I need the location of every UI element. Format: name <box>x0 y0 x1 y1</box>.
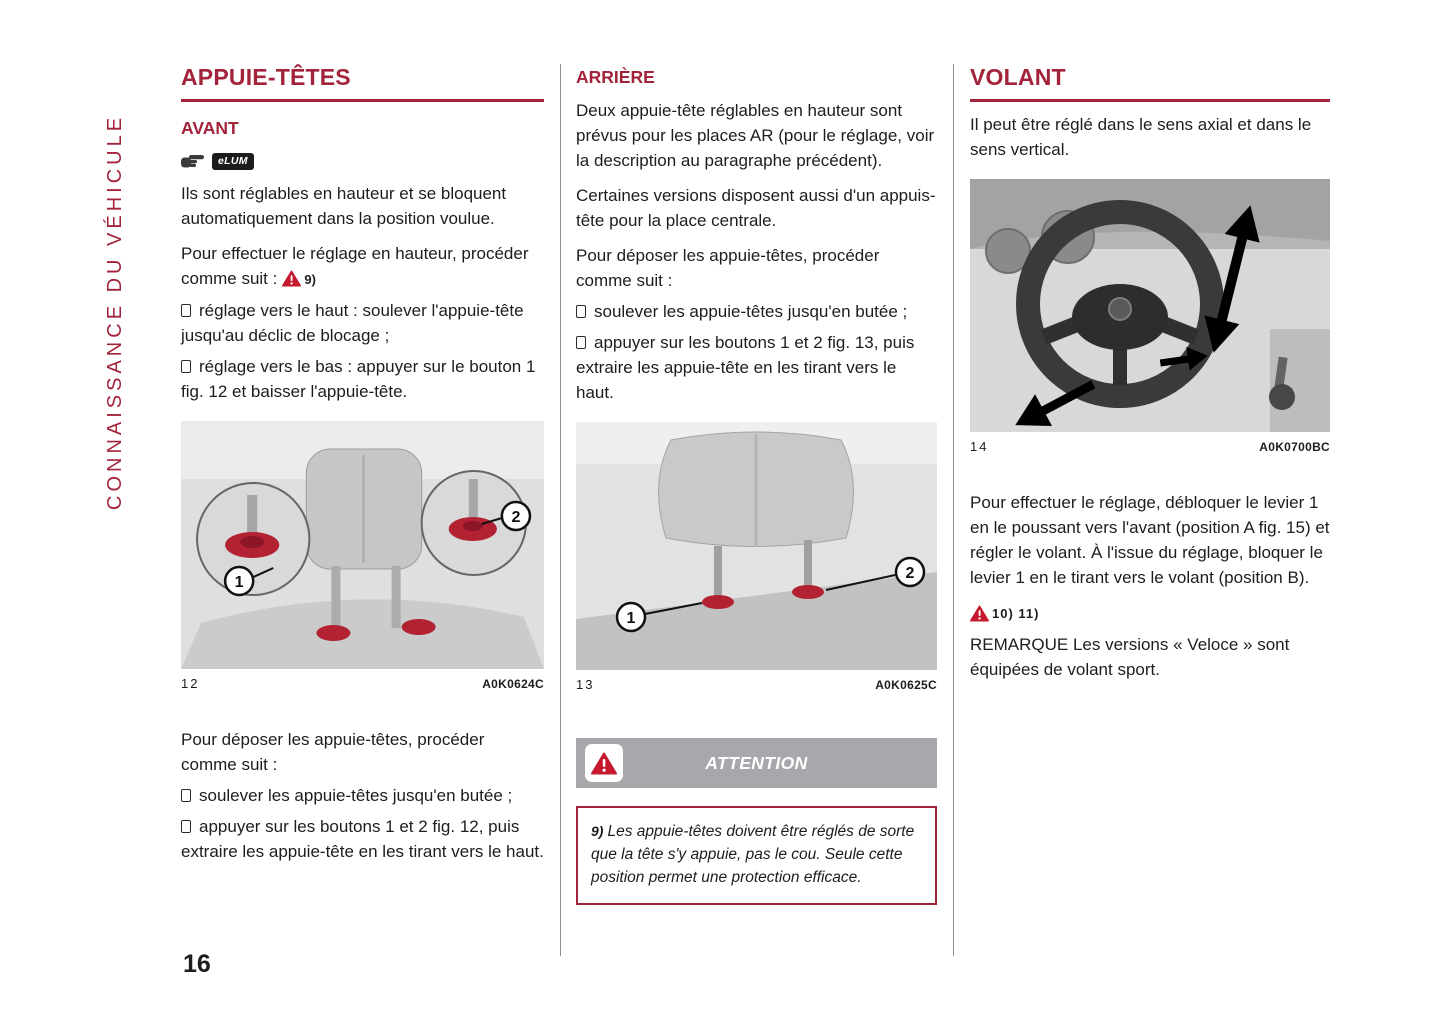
list-item-text: soulever les appuie-têtes jusqu'en butée… <box>594 302 908 321</box>
warning-reference: 9) <box>304 272 316 287</box>
attention-label: ATTENTION <box>705 752 808 773</box>
list-item-text: soulever les appuie-têtes jusqu'en butée… <box>199 786 513 805</box>
list-item-text: réglage vers le bas : appuyer sur le bou… <box>181 357 536 401</box>
paragraph-remarque: REMARQUE Les versions « Veloce » sont éq… <box>970 635 1290 679</box>
chapter-sidebar-title: CONNAISSANCE DU VÉHICULE <box>104 113 126 510</box>
paragraph: Pour déposer les appuie-têtes, procéder … <box>576 246 880 290</box>
rear-headrest-illustration: 1 2 <box>576 422 937 670</box>
column-divider <box>953 64 954 956</box>
note-text: Les appuie-têtes doivent être réglés de … <box>591 823 915 886</box>
subsection-title-arriere: ARRIÈRE <box>576 67 655 87</box>
warning-triangle-icon <box>970 605 989 622</box>
paragraph: Pour effectuer le réglage, débloquer le … <box>970 493 1330 587</box>
steering-wheel-illustration <box>970 179 1330 432</box>
section-title-volant: VOLANT <box>970 64 1330 102</box>
figure-caption: 13 A0K0625C <box>576 677 937 692</box>
icon-row: eLUM <box>181 151 544 171</box>
checkbox-bullet-icon <box>181 789 191 802</box>
column-headrests-front: APPUIE-TÊTES AVANT eLUM Ils sont réglabl… <box>181 64 544 864</box>
list-item: réglage vers le bas : appuyer sur le bou… <box>181 354 544 404</box>
figure-callout: 2 <box>906 565 915 582</box>
checkbox-bullet-icon <box>576 336 586 349</box>
paragraph: Il peut être réglé dans le sens axial et… <box>970 115 1312 159</box>
checkbox-bullet-icon <box>181 304 191 317</box>
list-item: appuyer sur les boutons 1 et 2 fig. 13, … <box>576 330 937 405</box>
figure-caption: 12 A0K0624C <box>181 676 544 691</box>
figure-12-image: 1 2 <box>181 421 544 669</box>
figure-callout: 1 <box>235 573 244 591</box>
section-title-appuie-tetes: APPUIE-TÊTES <box>181 64 544 102</box>
figure-callout: 1 <box>627 610 636 627</box>
list-item: soulever les appuie-têtes jusqu'en butée… <box>181 783 544 808</box>
figure-code: A0K0625C <box>875 678 937 692</box>
column-steering-wheel: VOLANT Il peut être réglé dans le sens a… <box>970 64 1330 682</box>
list-item: réglage vers le haut : soulever l'appuie… <box>181 298 544 348</box>
note-reference: 9) <box>591 823 604 839</box>
list-item-text: appuyer sur les boutons 1 et 2 fig. 13, … <box>576 333 915 402</box>
vertical-adjust-arrow <box>1204 205 1260 353</box>
figure-14-image <box>970 179 1330 432</box>
page-number: 16 <box>183 950 211 978</box>
figure-12: 1 2 12 A0K0624C <box>181 421 544 691</box>
safety-note-box: 9)Les appuie-têtes doivent être réglés d… <box>576 806 937 905</box>
attention-badge <box>585 744 623 782</box>
list-item: appuyer sur les boutons 1 et 2 fig. 12, … <box>181 814 544 864</box>
figure-number: 13 <box>576 677 595 692</box>
elum-badge-icon: eLUM <box>212 152 254 170</box>
subsection-title-avant: AVANT <box>181 118 239 138</box>
list-item-text: appuyer sur les boutons 1 et 2 fig. 12, … <box>181 817 544 861</box>
paragraph: Ils sont réglables en hauteur et se bloq… <box>181 184 507 228</box>
front-headrest-illustration: 1 2 <box>181 421 544 669</box>
figure-number: 14 <box>970 439 989 454</box>
figure-code: A0K0624C <box>482 677 544 691</box>
column-divider <box>560 64 561 956</box>
figure-14: 14 A0K0700BC <box>970 179 1330 454</box>
axial-adjust-arrow <box>1015 380 1096 426</box>
list-item: soulever les appuie-têtes jusqu'en butée… <box>576 299 937 324</box>
warning-triangle-icon <box>591 752 617 774</box>
paragraph-with-warning: Pour effectuer le réglage en hauteur, pr… <box>181 241 544 292</box>
figure-13: 1 2 13 A0K0625C <box>576 422 937 692</box>
paragraph: Pour déposer les appuie-têtes, procéder … <box>181 730 485 774</box>
attention-banner: ATTENTION <box>576 738 937 788</box>
warning-reference-row: 10) 11) <box>970 605 1330 622</box>
list-item-text: réglage vers le haut : soulever l'appuie… <box>181 301 524 345</box>
figure-caption: 14 A0K0700BC <box>970 439 1330 454</box>
warning-references: 10) 11) <box>992 606 1040 621</box>
figure-callout: 2 <box>511 508 520 526</box>
checkbox-bullet-icon <box>576 305 586 318</box>
figure-code: A0K0700BC <box>1259 440 1330 454</box>
figure-number: 12 <box>181 676 200 691</box>
pointing-hand-icon <box>181 154 204 167</box>
lever-arrow <box>1159 346 1208 371</box>
paragraph: Certaines versions disposent aussi d'un … <box>576 186 936 230</box>
column-headrests-rear: ARRIÈRE Deux appuie-tête réglables en ha… <box>576 64 937 905</box>
paragraph-text: Pour effectuer le réglage en hauteur, pr… <box>181 244 529 288</box>
checkbox-bullet-icon <box>181 360 191 373</box>
figure-13-image: 1 2 <box>576 422 937 670</box>
paragraph: Deux appuie-tête réglables en hauteur so… <box>576 101 935 170</box>
warning-triangle-icon <box>282 270 302 287</box>
checkbox-bullet-icon <box>181 820 191 833</box>
